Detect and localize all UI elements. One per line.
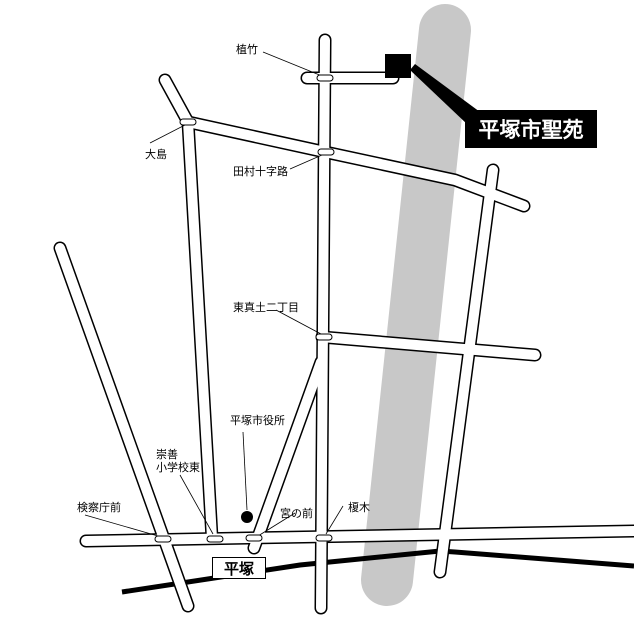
road-central — [316, 35, 330, 613]
stop-label-oshima: 大島 — [145, 148, 167, 161]
leader-line — [179, 474, 214, 535]
leader-line — [149, 124, 186, 144]
road-oshima-north — [160, 75, 193, 127]
road-west-diagonal — [55, 243, 193, 611]
road-city-hall-diagonal — [249, 357, 326, 553]
destination-marker — [385, 54, 411, 78]
stop-label-higashi-shindo: 東真土二丁目 — [233, 301, 299, 314]
bus-stop-marker — [179, 118, 197, 126]
landmark-label-city-hall: 平塚市役所 — [230, 414, 285, 427]
bus-stop-marker — [316, 74, 334, 82]
station-label: 平塚 — [212, 557, 266, 579]
leader-line — [275, 309, 322, 335]
stop-label-enoki: 榎木 — [348, 501, 370, 514]
leader-line — [289, 154, 323, 170]
leader-line — [84, 514, 159, 537]
stop-label-kensatsucho: 検察庁前 — [77, 501, 121, 514]
leader-line — [262, 51, 323, 77]
road-oshima-south — [183, 117, 217, 543]
bus-stop-marker — [317, 148, 335, 156]
destination-callout — [410, 64, 480, 125]
road-east — [435, 165, 498, 577]
bus-stop-marker — [154, 535, 172, 543]
bus-stop-marker — [206, 535, 224, 543]
bus-stop-marker — [315, 333, 333, 341]
bus-stop-marker — [315, 534, 333, 542]
bus-stop-marker — [245, 534, 263, 542]
gray-band — [361, 4, 471, 606]
stop-label-uetake: 植竹 — [236, 43, 258, 56]
stop-label-tamura: 田村十字路 — [233, 165, 288, 178]
city-hall-marker — [241, 511, 253, 523]
leader-line — [325, 505, 344, 535]
stop-label-sozen: 崇善 — [156, 448, 178, 461]
stop-label-miyanomae: 宮の前 — [280, 507, 313, 520]
road-bottom — [81, 526, 634, 546]
destination-label: 平塚市聖苑 — [465, 110, 597, 148]
leader-line — [242, 431, 248, 511]
stop-label-shogakko-higashi: 小学校東 — [156, 461, 200, 474]
road-higashi-shindo — [317, 332, 540, 360]
leader-line — [257, 512, 296, 537]
